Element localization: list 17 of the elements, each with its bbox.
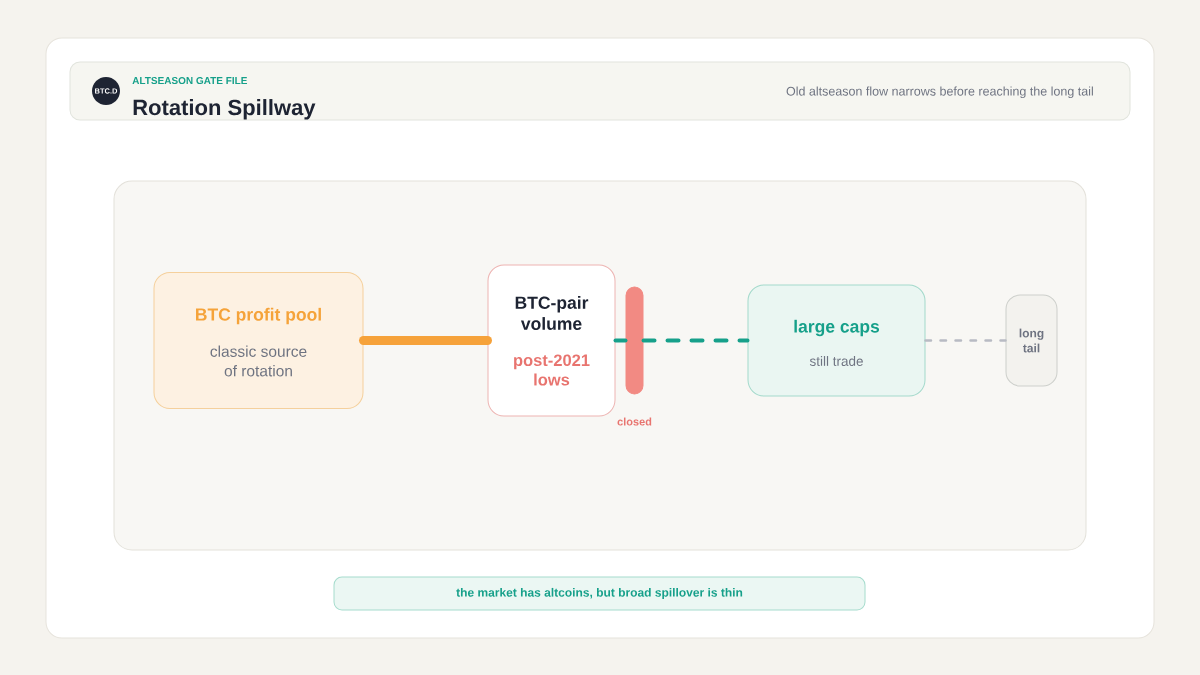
connector (924, 339, 1007, 342)
gate-bar (625, 286, 644, 395)
subtitle: Old altseason flow narrows before reaching the long tail (786, 86, 1093, 99)
box-text: post-2021 lows (514, 354, 590, 386)
connector (641, 338, 750, 343)
bar-label: closed (617, 417, 652, 426)
box-title: BTC-pair volume (515, 296, 589, 330)
kicker: ALTSEASON GATE FILE (132, 77, 247, 85)
box-title: BTC profit pool (196, 307, 321, 325)
connector (359, 336, 492, 345)
box-title: long tail (1019, 328, 1044, 353)
title: Rotation Spillway (133, 99, 316, 120)
box-text: classic source of rotation (210, 345, 307, 377)
connector (613, 338, 628, 343)
caption-banner: the market has altcoins, but broad spillover is thin (333, 576, 866, 611)
box-title: large caps (794, 319, 880, 337)
box-text: still trade (809, 356, 863, 366)
